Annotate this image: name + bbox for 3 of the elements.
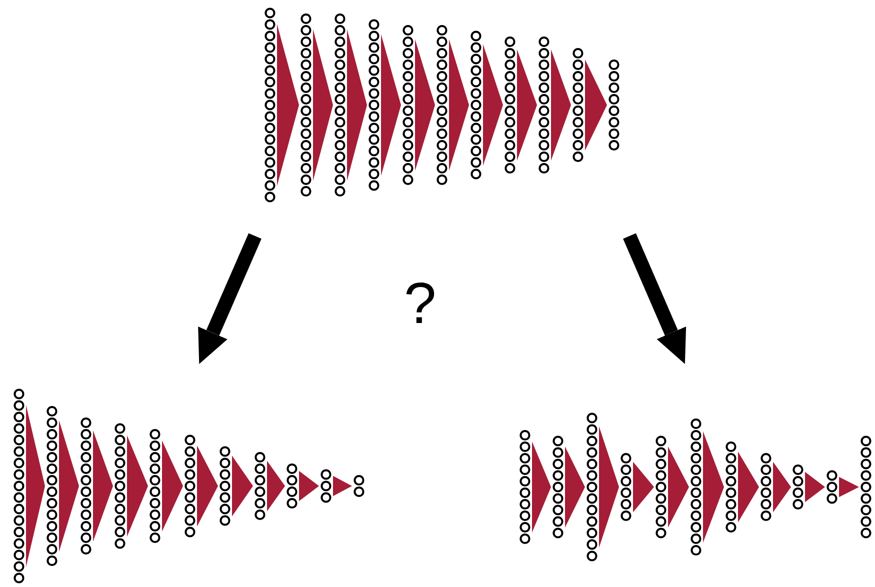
- arrow: [623, 233, 686, 364]
- arrow: [198, 233, 262, 364]
- question-mark-text: ?: [404, 275, 436, 333]
